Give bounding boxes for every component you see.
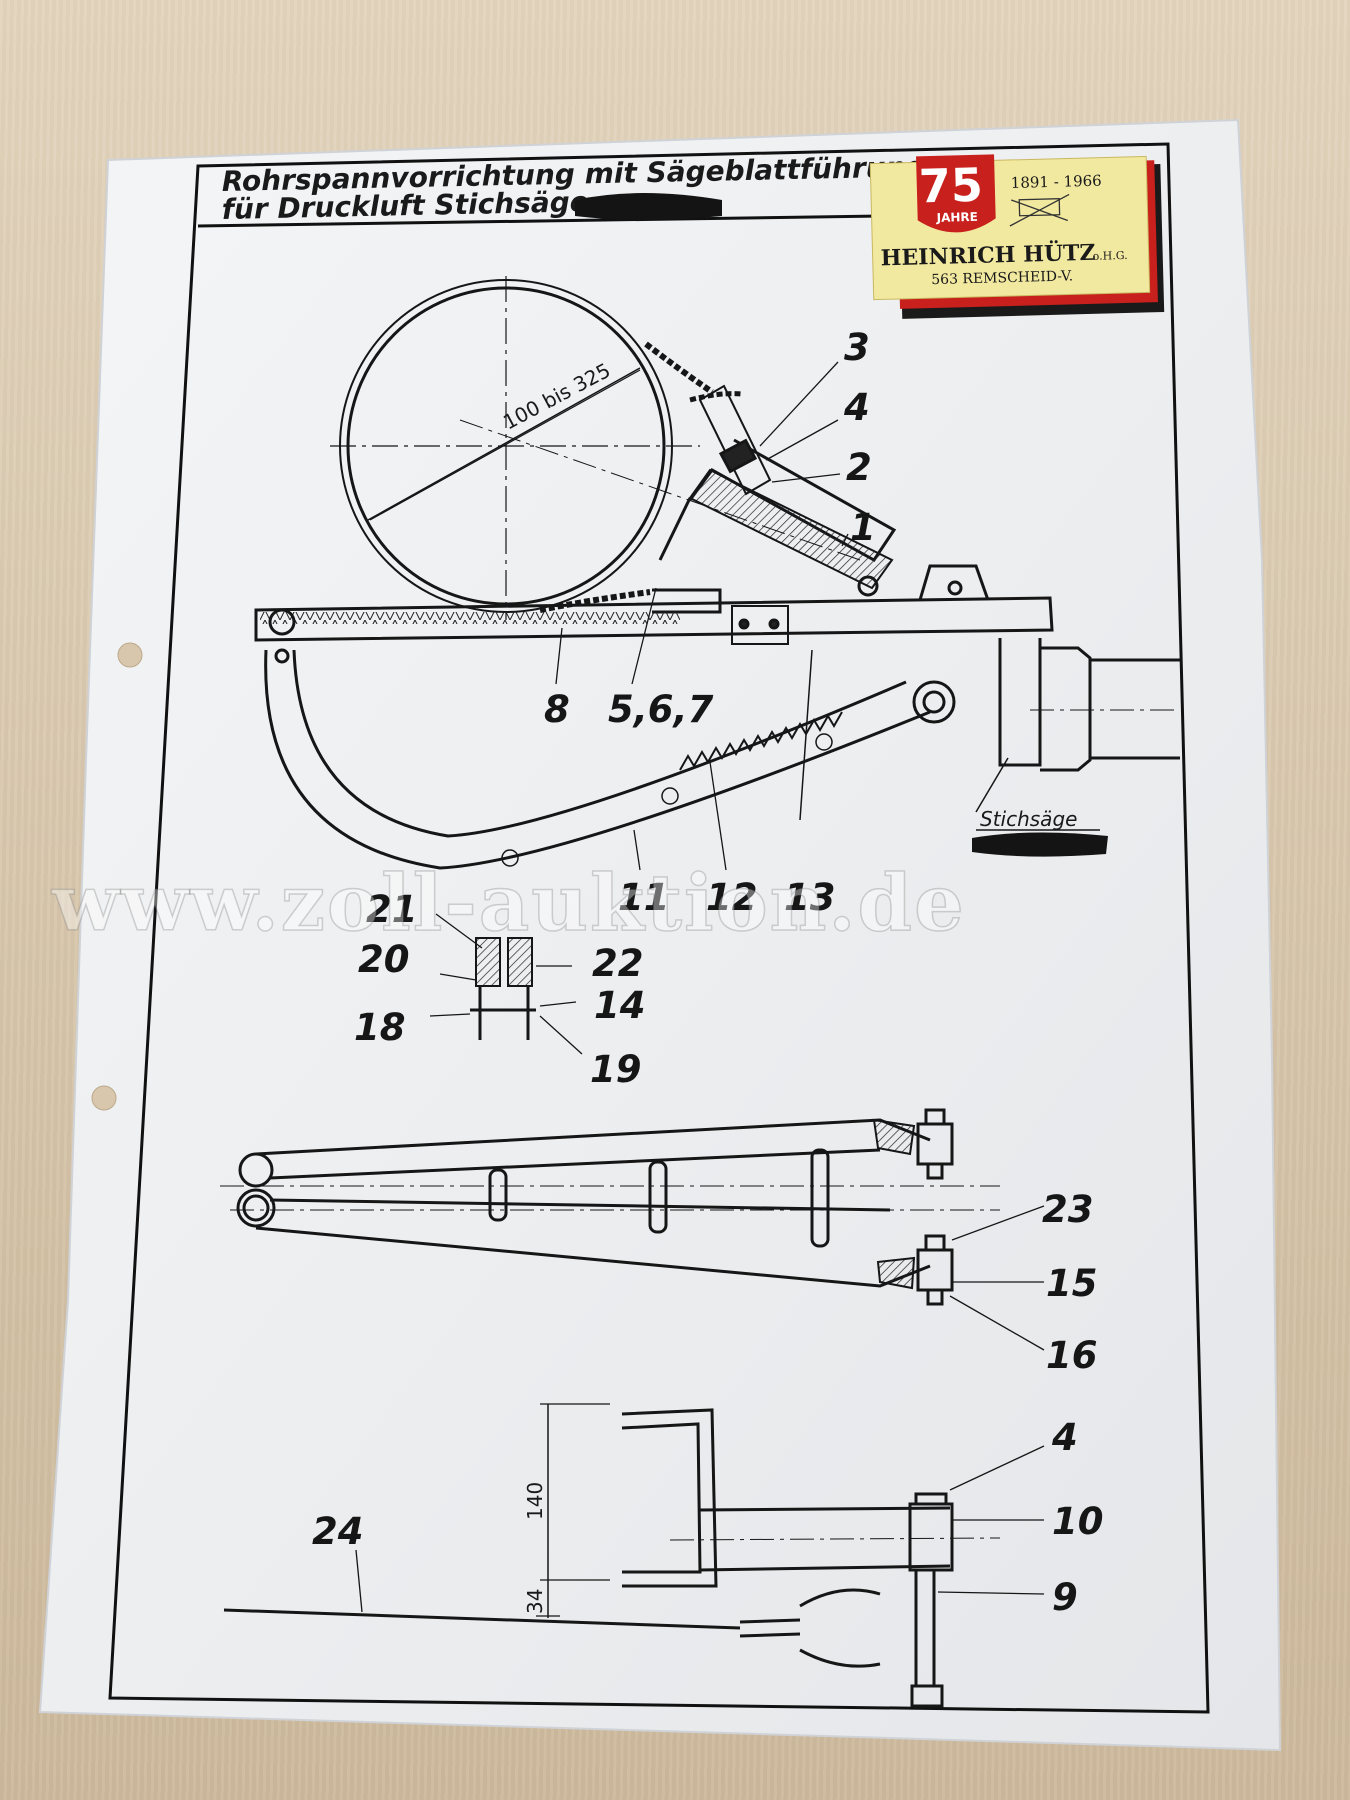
part-label-3: 3 [844,326,870,369]
part-label-1: 1 [850,506,876,549]
part-label-13: 13 [784,876,836,919]
tool-label-leader [975,757,1009,813]
part-label-14: 14 [594,984,646,1027]
stamp-jahre: JAHRE [935,210,978,225]
part-label-15: 15 [1046,1262,1098,1305]
side-elevation-view [223,1403,1045,1708]
part-label-23: 23 [1042,1188,1094,1231]
part-label-10: 10 [1052,1500,1104,1543]
height-dimension: 140 [523,1482,547,1520]
tool-label: Stichsäge [980,807,1077,831]
part-label-4-bottom: 4 [1051,1416,1078,1459]
company-stamp: 75 JAHRE 1891 - 1966 HEINRICH HÜTZ o.H.G… [869,154,1165,319]
title-line-2: für Druckluft Stichsäge [221,185,589,226]
part-label-11: 11 [618,876,670,919]
part-label-20: 20 [358,938,410,981]
fork-arm-view [220,1108,1045,1351]
stamp-years: 1891 - 1966 [1011,172,1102,192]
part-labels: 3 4 2 1 8 5,6,7 11 12 13 21 20 22 14 18 … [312,326,1104,1619]
stamp-company-suffix: o.H.G. [1093,249,1128,263]
part-label-16: 16 [1046,1334,1098,1377]
part-label-19: 19 [590,1048,642,1091]
stamp-number: 75 [918,158,983,214]
part-label-24: 24 [312,1510,364,1553]
part-label-8: 8 [544,688,570,731]
emblem-icon [1009,193,1070,227]
part-label-2: 2 [846,446,872,489]
part-label-5-6-7: 5,6,7 [608,688,714,731]
redaction-mark-tool [972,832,1108,857]
part-label-21: 21 [366,888,418,931]
watermark: www.zoll-auktion.de [51,858,966,949]
part-label-12: 12 [706,876,758,919]
offset-dimension: 34 [523,1589,547,1614]
part-label-9: 9 [1052,1576,1078,1619]
stamp-city: 563 REMSCHEID-V. [931,268,1073,288]
paper [38,118,1282,1752]
part-label-22: 22 [592,942,644,985]
anniversary-badge [916,154,996,233]
punch-hole-top [117,642,143,668]
part-label-4-top: 4 [843,386,870,429]
part-label-18: 18 [354,1006,406,1049]
punch-hole-bottom [91,1085,117,1111]
redaction-mark-title [575,193,722,220]
clamp-assembly-view [254,276,1180,1055]
